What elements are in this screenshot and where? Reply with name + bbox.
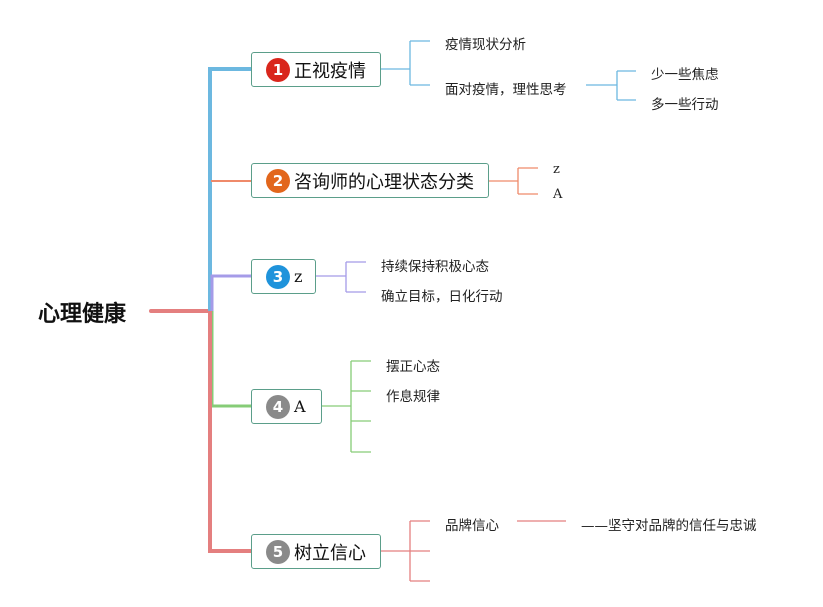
branch-4-node[interactable]: 4 A: [251, 389, 322, 424]
trunk-branch4: [210, 311, 252, 408]
trunk-branch3: [210, 274, 252, 311]
b2-connector: [488, 167, 538, 195]
b5-connector: [380, 520, 430, 582]
b1-connector: [380, 40, 430, 86]
b4-connector: [322, 360, 371, 453]
root-topic[interactable]: 心理健康: [38, 302, 127, 327]
branch-4-label: A: [294, 397, 306, 416]
branch-1-item-1[interactable]: 疫情现状分析: [445, 37, 526, 53]
branch-3-label: z: [294, 267, 303, 286]
branch-5-item-1[interactable]: 品牌信心: [445, 518, 499, 534]
branch-5-label: 树立信心: [294, 542, 366, 564]
branch-1-label: 正视疫情: [294, 60, 366, 82]
branch-2-label: 咨询师的心理状态分类: [294, 171, 474, 193]
priority-5-badge: 5: [266, 539, 290, 564]
trunk-branch5: [208, 311, 252, 553]
trunk-branch1: [208, 67, 252, 311]
priority-2-badge: 2: [266, 168, 290, 193]
branch-4-item-2[interactable]: 作息规律: [386, 389, 440, 405]
branch-3-item-1[interactable]: 持续保持积极心态: [381, 259, 489, 275]
branch-4-item-1[interactable]: 摆正心态: [386, 359, 440, 375]
branch-1-item-2-child-1[interactable]: 少一些焦虑: [651, 67, 719, 83]
branch-2-node[interactable]: 2 咨询师的心理状态分类: [251, 163, 489, 198]
branch-1-item-2[interactable]: 面对疫情，理性思考: [445, 82, 567, 98]
branch-1-node[interactable]: 1 正视疫情: [251, 52, 381, 87]
branch-2-item-2[interactable]: A: [553, 187, 563, 202]
branch-3-node[interactable]: 3 z: [251, 259, 316, 294]
priority-3-badge: 3: [266, 264, 290, 289]
b3-connector: [316, 261, 366, 293]
branch-3-item-2[interactable]: 确立目标，日化行动: [381, 289, 503, 305]
priority-1-badge: 1: [266, 57, 290, 82]
branch-5-node[interactable]: 5 树立信心: [251, 534, 381, 569]
branch-1-item-2-child-2[interactable]: 多一些行动: [651, 97, 719, 113]
branch-2-item-1[interactable]: z: [553, 162, 560, 177]
branch-5-item-1-child-1[interactable]: ——坚守对品牌的信任与忠诚: [581, 518, 757, 534]
priority-4-badge: 4: [266, 394, 290, 419]
b1-sub-connector: [586, 70, 636, 101]
